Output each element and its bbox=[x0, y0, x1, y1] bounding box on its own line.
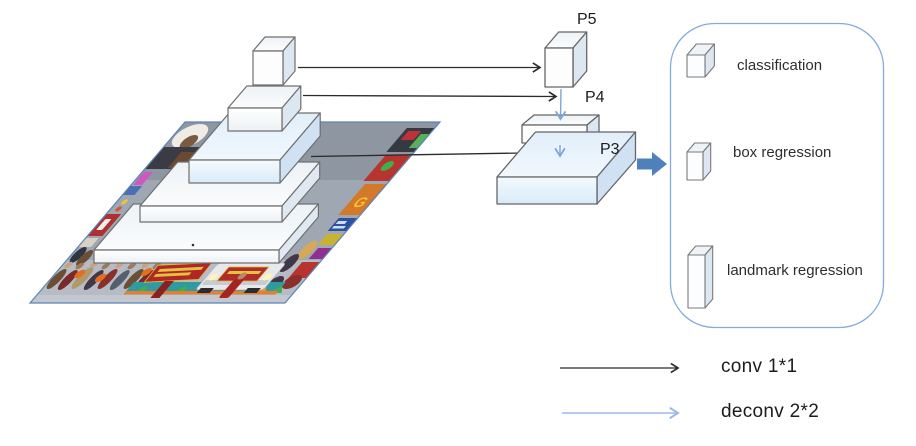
conv-arrows bbox=[298, 68, 556, 157]
stray-dot bbox=[191, 243, 195, 247]
landmark-regression-label: landmark regression bbox=[727, 262, 863, 279]
legend-conv-label: conv 1*1 bbox=[721, 356, 798, 377]
p3-label: P3 bbox=[600, 141, 620, 158]
box-regression-cube-icon bbox=[686, 142, 712, 181]
backbone-pyramid bbox=[93, 36, 321, 264]
deconv-arrow-p5-p4 bbox=[561, 88, 562, 119]
p3-feature-box bbox=[496, 131, 637, 205]
pyramid-level-4 bbox=[227, 85, 302, 132]
legend-deconv-label: deconv 2*2 bbox=[721, 401, 820, 422]
box-regression-label: box regression bbox=[733, 144, 832, 161]
landmark-regression-cube-icon bbox=[687, 245, 714, 309]
input-image-border bbox=[28, 121, 442, 304]
head-panel-outline bbox=[669, 22, 885, 329]
pyramid-top-cube bbox=[252, 36, 296, 86]
p4-label: P4 bbox=[585, 89, 605, 106]
classification-cube-icon bbox=[686, 43, 715, 78]
p5-feature-box bbox=[544, 31, 588, 88]
conv-arrow-to-p4 bbox=[302, 96, 556, 97]
output-arrow bbox=[637, 152, 667, 176]
p5-label: P5 bbox=[577, 11, 597, 28]
classification-label: classification bbox=[737, 57, 823, 74]
conv-arrow-to-p3 bbox=[310, 153, 551, 157]
